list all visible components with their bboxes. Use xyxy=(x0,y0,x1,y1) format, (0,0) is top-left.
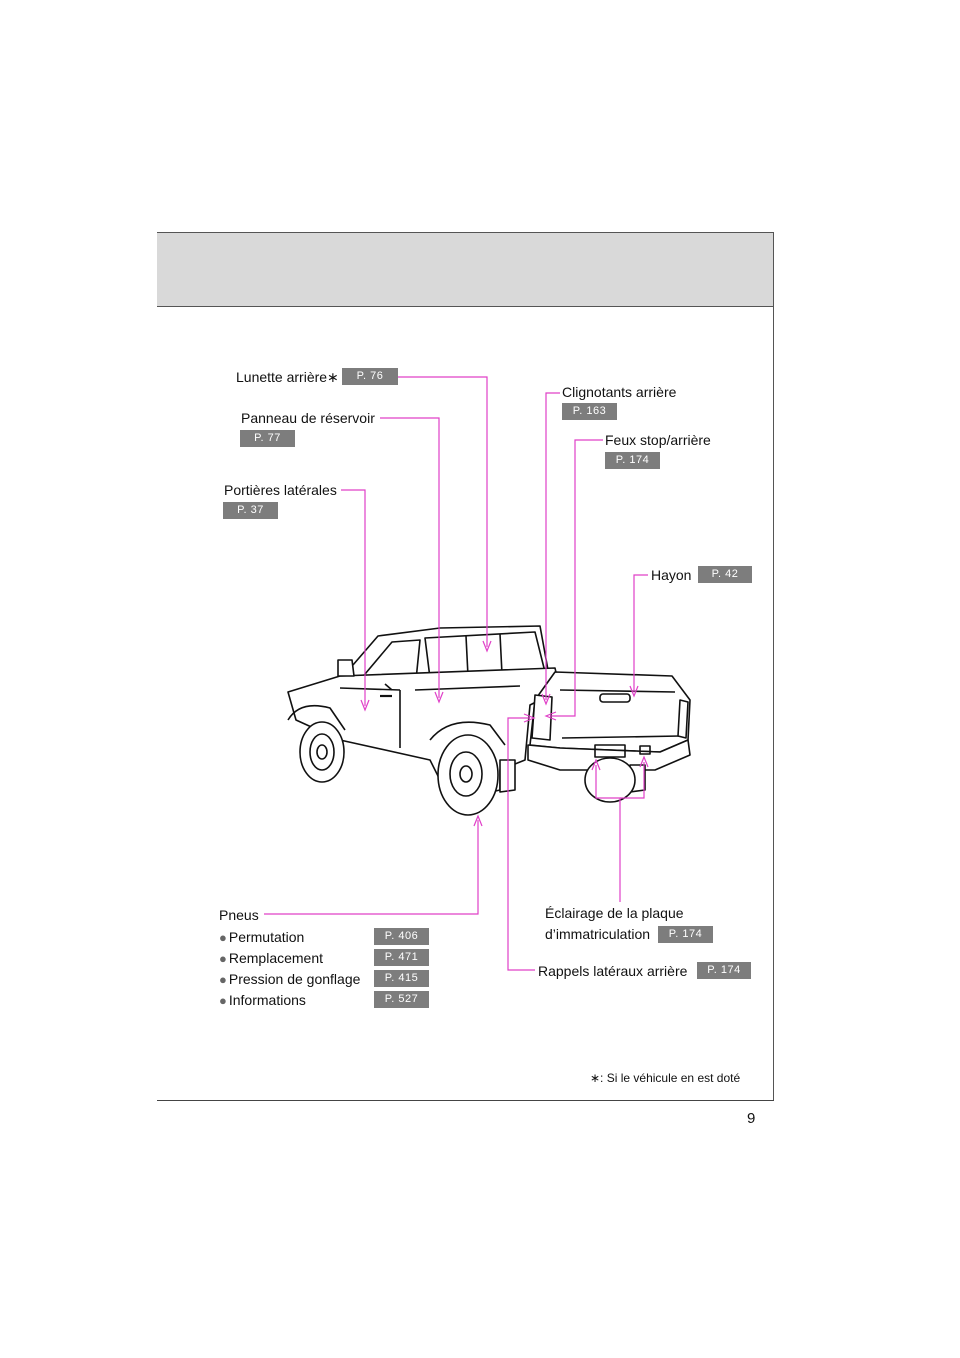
tire-item: ●Informations xyxy=(219,992,306,1009)
truck-drawing xyxy=(287,625,691,816)
bullet-icon: ● xyxy=(219,972,227,987)
label-hayon: Hayon xyxy=(651,567,692,583)
page-ref-panneau[interactable]: P. 77 xyxy=(240,430,295,447)
tire-item-label: Remplacement xyxy=(228,950,324,966)
label-feux: Feux stop/arrière xyxy=(605,432,711,448)
bullet-icon: ● xyxy=(219,951,227,966)
label-pneus: Pneus xyxy=(219,907,259,923)
leader-lines xyxy=(264,376,649,971)
tire-item-label: Permutation xyxy=(228,929,305,945)
page-ref-lunette[interactable]: P. 76 xyxy=(342,368,398,385)
label-portieres: Portières latérales xyxy=(224,482,337,498)
bottom-rule xyxy=(157,1100,774,1101)
tire-item: ●Permutation xyxy=(219,929,304,946)
page-ref-tire-item[interactable]: P. 406 xyxy=(374,928,429,945)
tire-item: ●Pression de gonflage xyxy=(219,971,360,988)
page-ref-eclairage[interactable]: P. 174 xyxy=(658,926,713,943)
label-lunette: Lunette arrière∗ xyxy=(236,369,339,385)
page-ref-portieres[interactable]: P. 37 xyxy=(223,502,278,519)
page-ref-feux[interactable]: P. 174 xyxy=(605,452,660,469)
label-rappels: Rappels latéraux arrière xyxy=(538,963,688,979)
bullet-icon: ● xyxy=(219,930,227,945)
label-eclairage-line2: d’immatriculation xyxy=(545,926,651,942)
page-ref-tire-item[interactable]: P. 471 xyxy=(374,949,429,966)
page-ref-tire-item[interactable]: P. 527 xyxy=(374,991,429,1008)
page-ref-hayon[interactable]: P. 42 xyxy=(698,566,752,583)
footnote: ∗: Si le véhicule en est doté xyxy=(590,1071,741,1085)
page-ref-clignotants[interactable]: P. 163 xyxy=(562,403,617,420)
label-panneau: Panneau de réservoir xyxy=(241,410,375,426)
page-ref-rappels[interactable]: P. 174 xyxy=(697,962,751,979)
label-eclairage-line1: Éclairage de la plaque xyxy=(545,905,684,921)
page-number: 9 xyxy=(747,1110,756,1127)
tire-item-label: Informations xyxy=(228,992,306,1008)
tire-item: ●Remplacement xyxy=(219,950,323,967)
label-clignotants: Clignotants arrière xyxy=(562,384,677,400)
page-ref-tire-item[interactable]: P. 415 xyxy=(374,970,429,987)
bullet-icon: ● xyxy=(219,993,227,1008)
page-frame xyxy=(157,232,774,1101)
tire-item-label: Pression de gonflage xyxy=(228,971,361,987)
